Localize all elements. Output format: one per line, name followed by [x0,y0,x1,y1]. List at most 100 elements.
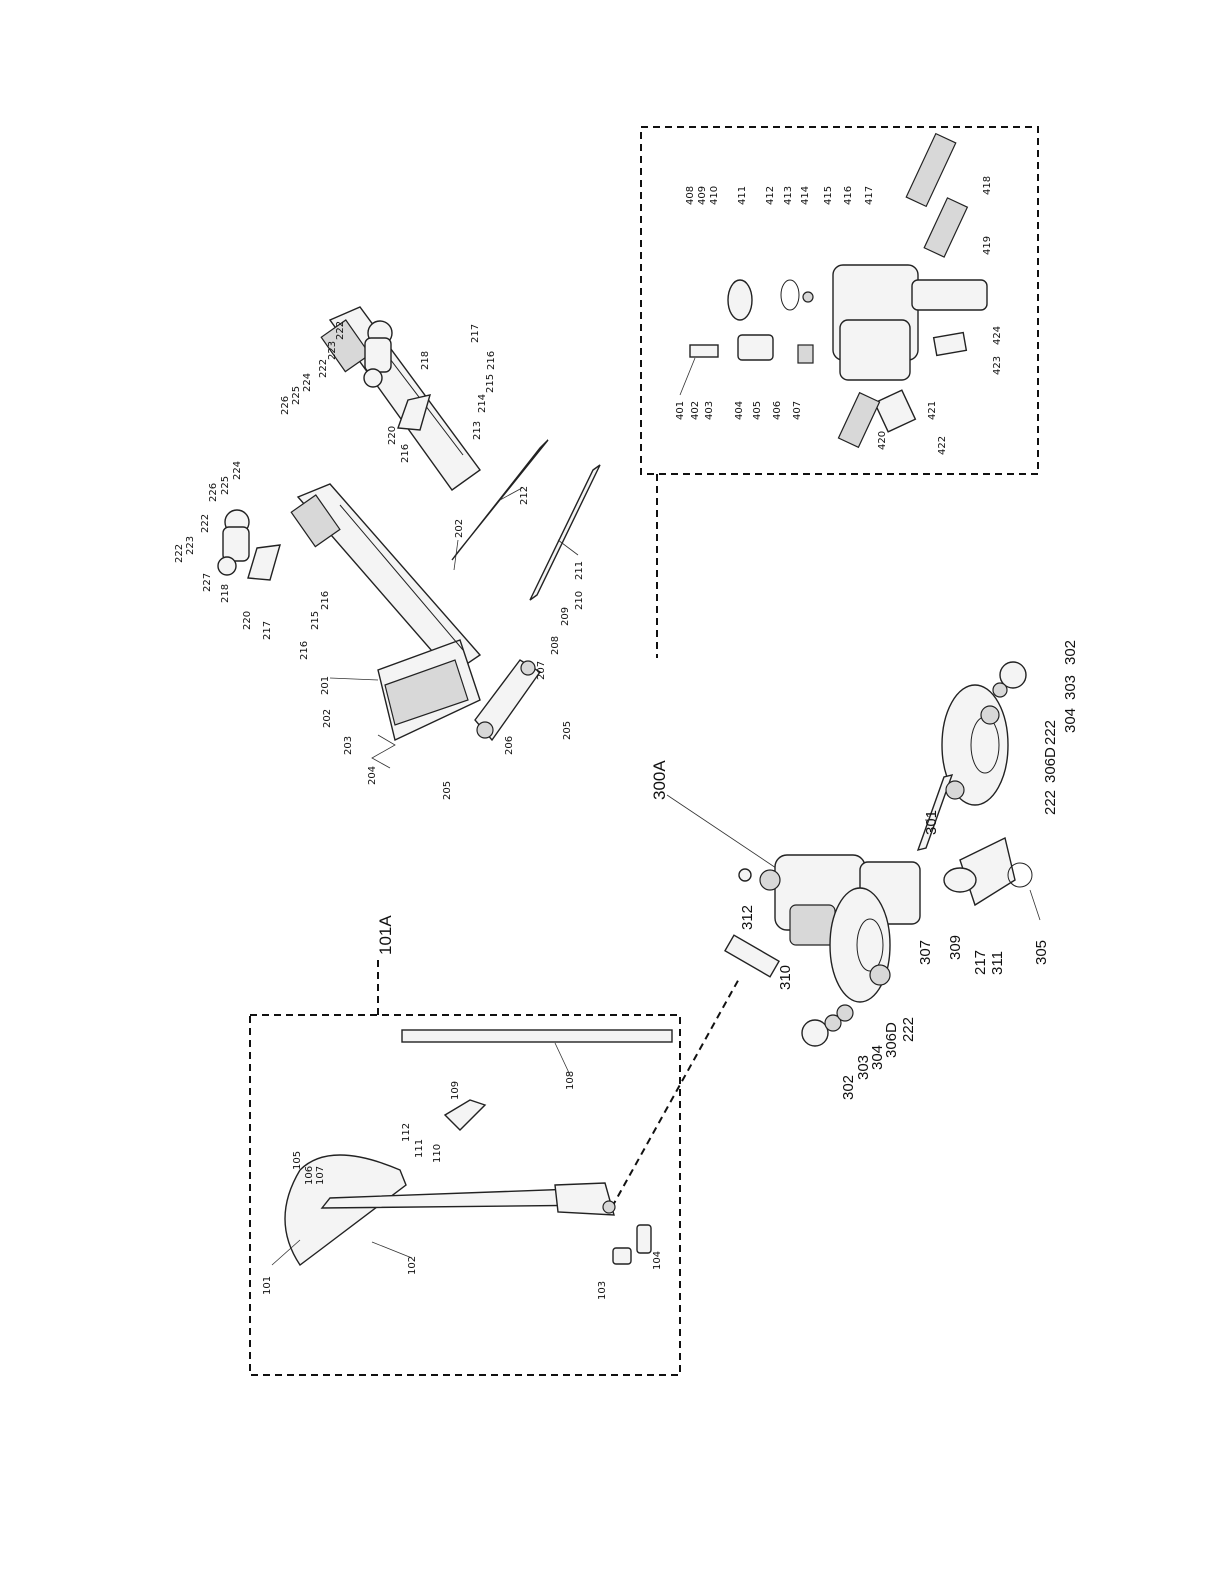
label-101: 101 [262,1276,273,1295]
handle-to-pump-connector [611,976,741,1208]
label-312: 312 [739,905,756,930]
label-216d: 216 [299,641,310,660]
label-227: 227 [202,573,213,592]
label-209: 209 [560,607,571,626]
label-307: 307 [917,940,934,965]
label-217b: 217 [262,621,273,640]
label-412: 412 [765,186,776,205]
label-420: 420 [877,431,888,450]
label-310: 310 [777,965,794,990]
label-302a: 302 [1062,640,1079,665]
label-418: 418 [982,176,993,195]
pump-detail-labels: 401 402 403 404 405 406 407 408 409 410 … [675,176,1003,455]
label-410: 410 [709,186,720,205]
label-104: 104 [652,1251,663,1270]
label-404: 404 [734,401,745,420]
label-205b: 205 [562,721,573,740]
label-408: 408 [685,186,696,205]
label-210: 210 [574,591,585,610]
lever-arm [474,659,542,742]
label-216a: 216 [486,351,497,370]
label-106: 106 [304,1166,315,1185]
label-306D-b: 306D [883,1022,900,1058]
label-302b: 302 [840,1075,857,1100]
label-423: 423 [992,356,1003,375]
wheel-washers [801,661,1027,1047]
label-211: 211 [574,561,585,580]
label-225b: 225 [220,476,231,495]
pump-base-plate [943,836,1033,907]
label-207: 207 [536,661,547,680]
roller-brackets [247,394,431,581]
label-101A: 101A [376,915,395,955]
label-218b: 218 [220,584,231,603]
label-224a: 224 [302,373,313,392]
label-222d: 222 [174,544,185,563]
label-405: 405 [752,401,763,420]
label-222-p2: 222 [1042,790,1059,815]
label-105: 105 [292,1151,303,1170]
label-212: 212 [519,486,530,505]
label-110: 110 [432,1144,443,1163]
label-304b: 304 [869,1045,886,1070]
label-213: 213 [472,421,483,440]
handle-assembly [284,1029,673,1267]
label-414: 414 [800,186,811,205]
label-222-p3: 222 [900,1017,917,1042]
handle-labels: 101 102 103 104 105 106 107 108 109 110 … [262,1042,663,1300]
label-224b: 224 [232,461,243,480]
label-301: 301 [923,810,940,835]
label-402: 402 [690,401,701,420]
label-216b: 216 [400,444,411,463]
pump-detail [689,132,988,449]
label-112: 112 [401,1123,412,1142]
label-309: 309 [947,935,964,960]
label-202b: 202 [454,519,465,538]
label-226a: 226 [280,396,291,415]
label-205a: 205 [442,781,453,800]
label-403: 403 [704,401,715,420]
label-223b: 223 [185,536,196,555]
label-411: 411 [737,186,748,205]
label-206: 206 [504,736,515,755]
label-401: 401 [675,401,686,420]
label-201: 201 [320,676,331,695]
label-421: 421 [927,401,938,420]
label-303a: 303 [1062,675,1079,700]
load-rollers [217,320,393,576]
label-300A: 300A [650,760,669,800]
label-204: 204 [367,766,378,785]
label-108: 108 [565,1071,576,1090]
pump-labels: 301 302 302 303 303 304 304 305 306D 306… [739,640,1079,1100]
label-406: 406 [772,401,783,420]
label-304a: 304 [1062,708,1079,733]
label-413: 413 [783,186,794,205]
label-109: 109 [450,1081,461,1100]
label-214: 214 [477,394,488,413]
label-222-p1: 222 [1042,720,1059,745]
label-417: 417 [864,186,875,205]
label-419: 419 [982,236,993,255]
label-222c: 222 [200,514,211,533]
label-218a: 218 [420,351,431,370]
label-202a: 202 [322,709,333,728]
label-217a: 217 [470,324,481,343]
label-424: 424 [992,326,1003,345]
label-305: 305 [1033,940,1050,965]
label-226b: 226 [208,483,219,502]
label-215a: 215 [485,374,496,393]
label-103: 103 [597,1281,608,1300]
axle [916,774,954,851]
label-416: 416 [843,186,854,205]
label-107: 107 [315,1166,326,1185]
label-220a: 220 [387,426,398,445]
label-311: 311 [989,951,1006,975]
pump-detail-box [640,126,1039,475]
label-102: 102 [407,1256,418,1275]
label-216c: 216 [320,591,331,610]
label-225a: 225 [291,386,302,405]
label-203: 203 [343,736,354,755]
label-415: 415 [823,186,834,205]
label-222b: 222 [318,359,329,378]
